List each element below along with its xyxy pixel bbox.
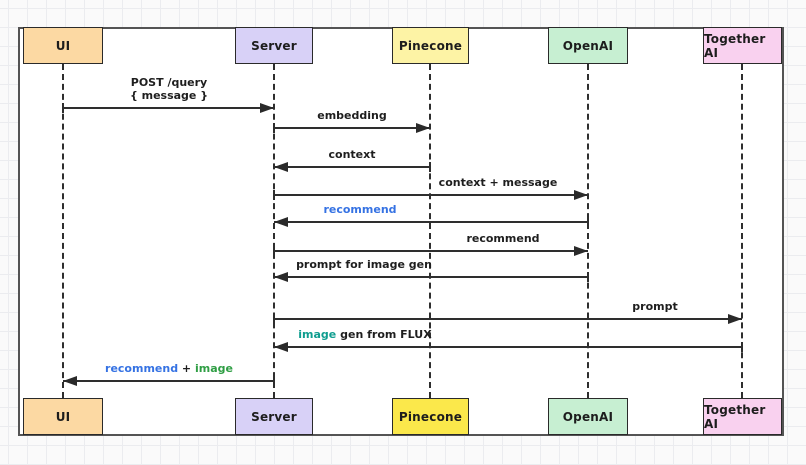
actor-box-top-openai: OpenAI [548,27,628,64]
actor-box-bottom-server: Server [235,398,313,435]
actor-label: OpenAI [562,409,614,424]
actor-label: OpenAI [562,38,614,53]
message-tail-tick [587,217,589,227]
message-label-part: image [194,362,233,375]
message-label-line: prompt [632,300,677,313]
arrowhead-icon [416,123,430,133]
message-label-line: context [329,148,376,161]
message-label: prompt [632,300,677,313]
arrowhead-icon [574,246,588,256]
message-arrow-line [274,221,588,223]
message-tail-tick [429,162,431,172]
message-label: context [329,148,376,161]
message-tail-tick [273,246,275,256]
actor-label: UI [55,409,71,424]
message-label-line: image gen from FLUX [298,328,431,341]
message-tail-tick [62,103,64,113]
arrowhead-icon [728,314,742,324]
message-label-line: embedding [317,109,386,122]
message-label: image gen from FLUX [298,328,431,341]
message-label-line: POST /query [130,76,208,89]
message-tail-tick [273,314,275,324]
message-label: POST /query{ message } [130,76,208,102]
message-arrow-line [63,107,274,109]
message-label-line: recommend + image [105,362,233,375]
message-label-part: recommend [466,232,540,245]
actor-label: Server [251,38,297,53]
actor-box-bottom-togetherai: Together AI [703,398,782,435]
message-label-part: embedding [317,109,387,122]
message-tail-tick [273,190,275,200]
actor-box-top-ui: UI [23,27,103,64]
lifeline-ui [62,64,64,398]
message-tail-tick [273,376,275,386]
message-arrow-line [274,166,430,168]
message-label: embedding [317,109,386,122]
message-label: recommend [466,232,539,245]
message-arrow-line [274,250,588,252]
lifeline-server [273,64,275,398]
message-label-part: prompt [632,300,678,313]
actor-box-top-togetherai: Together AI [703,27,782,64]
message-arrow-line [63,380,274,382]
actor-label: Together AI [704,402,766,431]
message-tail-tick [587,272,589,282]
message-label: context + message [439,176,558,189]
message-label-part: gen from FLUX [336,328,432,341]
message-label-line: { message } [130,89,208,102]
actor-label: Server [251,409,297,424]
actor-box-bottom-ui: UI [23,398,103,435]
actor-box-top-pinecone: Pinecone [392,27,469,64]
message-label-part: { message } [129,89,209,102]
arrowhead-icon [260,103,274,113]
message-arrow-line [274,276,588,278]
message-label: prompt for image gen [296,258,432,271]
actor-label: UI [55,38,71,53]
message-label-part: image [298,328,337,341]
message-label-line: context + message [439,176,558,189]
message-label: recommend + image [105,362,233,375]
message-label-line: recommend [323,203,396,216]
arrowhead-icon [274,342,288,352]
actor-label: Together AI [704,31,766,60]
arrowhead-icon [274,217,288,227]
message-label-part: prompt for image gen [296,258,432,271]
message-arrow-line [274,346,742,348]
arrowhead-icon [274,272,288,282]
message-label-part: POST /query [130,76,208,89]
actor-label: Pinecone [398,409,463,424]
message-arrow-line [274,127,430,129]
lifeline-pinecone [429,64,431,398]
actor-box-bottom-openai: OpenAI [548,398,628,435]
message-label-part: + [178,362,195,375]
message-tail-tick [273,123,275,133]
arrowhead-icon [274,162,288,172]
lifeline-openai [587,64,589,398]
message-label: recommend [323,203,396,216]
message-label-part: recommend [105,362,179,375]
message-arrow-line [274,318,742,320]
actor-box-top-server: Server [235,27,313,64]
message-label-line: recommend [466,232,539,245]
message-arrow-line [274,194,588,196]
message-label-part: recommend [323,203,397,216]
arrowhead-icon [63,376,77,386]
message-label-part: context + message [438,176,558,189]
arrowhead-icon [574,190,588,200]
diagram-frame [18,27,784,436]
actor-box-bottom-pinecone: Pinecone [392,398,469,435]
lifeline-togetherai [741,64,743,398]
message-label-part: context [328,148,376,161]
message-tail-tick [741,342,743,352]
actor-label: Pinecone [398,38,463,53]
message-label-line: prompt for image gen [296,258,432,271]
